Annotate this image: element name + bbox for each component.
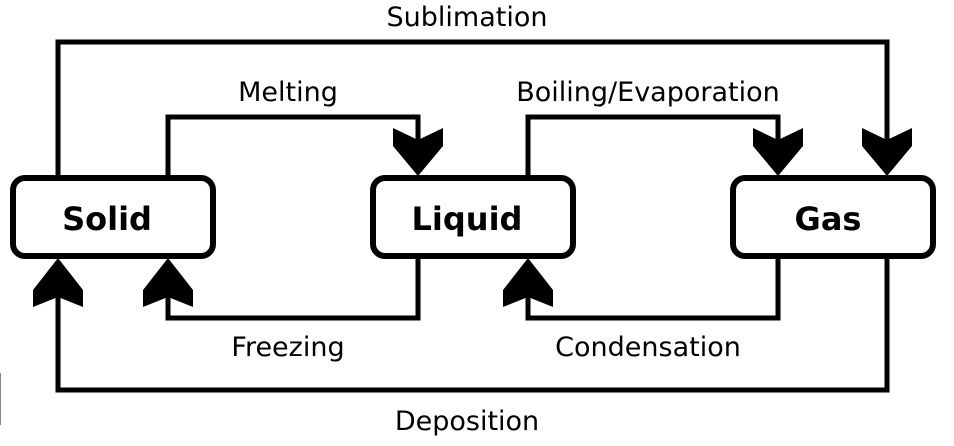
- boiling-label: Boiling/Evaporation: [516, 77, 780, 108]
- melting-label: Melting: [238, 77, 338, 108]
- arrow-up-icon: [33, 258, 83, 307]
- arrow-up-icon: [143, 258, 193, 307]
- arrow-down-icon: [862, 128, 912, 176]
- condensation-label: Condensation: [555, 332, 741, 363]
- deposition-connector: [55, 258, 890, 393]
- liquid-box: [370, 175, 576, 259]
- gas-label: Gas: [795, 200, 862, 238]
- condensation-connector: [525, 258, 781, 321]
- liquid-label: Liquid: [412, 200, 523, 238]
- arrow-down-icon: [393, 128, 443, 176]
- arrow-up-icon: [503, 258, 553, 307]
- freezing-label: Freezing: [231, 332, 344, 363]
- melting-connector: [165, 114, 421, 176]
- sublimation-label: Sublimation: [387, 2, 548, 33]
- sublimation-connector: [55, 39, 890, 176]
- solid-box: [10, 175, 216, 259]
- deposition-label: Deposition: [395, 406, 539, 437]
- boiling-connector: [525, 114, 781, 176]
- gas-box: [730, 175, 936, 259]
- freezing-connector: [165, 258, 421, 321]
- arrow-down-icon: [753, 128, 803, 176]
- solid-label: Solid: [62, 200, 152, 238]
